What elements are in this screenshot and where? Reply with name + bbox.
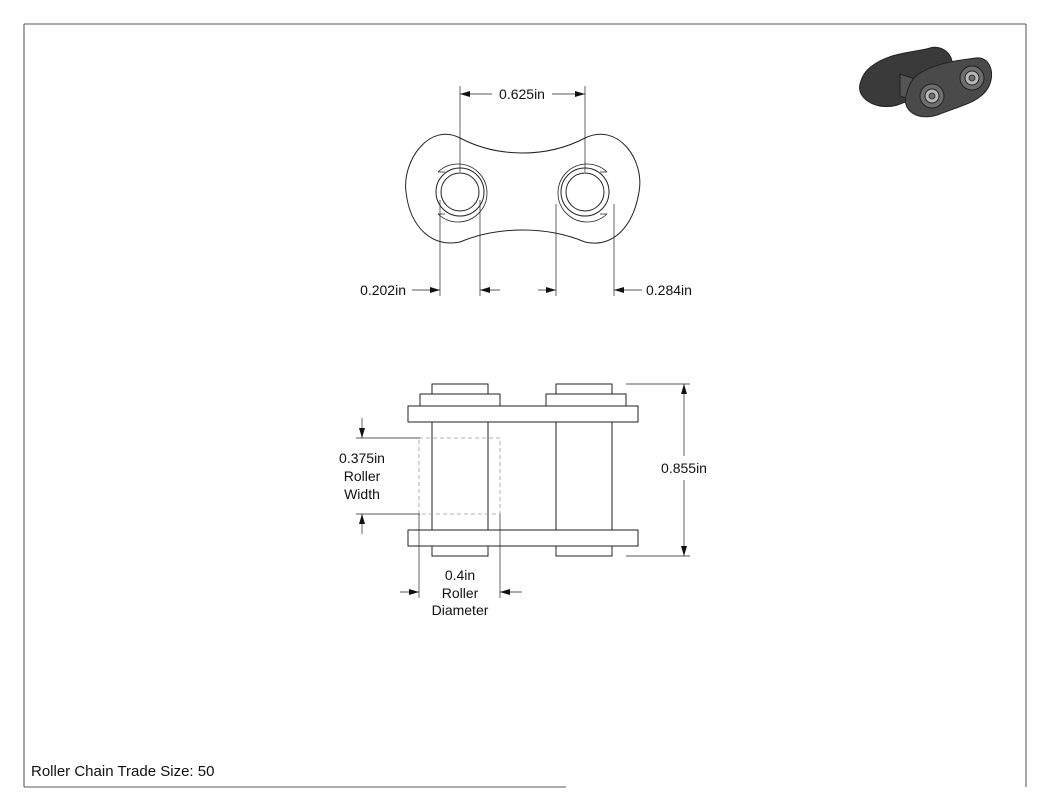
right-pin-head-top <box>555 383 613 395</box>
left-pin <box>435 163 488 223</box>
right-roller <box>555 421 613 531</box>
height-dimension: 0.855in <box>626 383 707 557</box>
title-block-label: Roller Chain Trade Size: 50 <box>31 763 214 780</box>
roller-diameter-line3: Diameter <box>432 602 489 618</box>
height-label: 0.855in <box>661 460 707 476</box>
right-bore-dimension: 0.284in <box>538 204 692 298</box>
top-side-plate <box>407 405 639 423</box>
roller-diameter-dimension: 0.4in Roller Diameter <box>400 514 522 618</box>
side-view-link <box>407 383 639 557</box>
sheet-border <box>23 23 1027 788</box>
left-roller <box>431 421 489 531</box>
isometric-preview <box>859 46 992 118</box>
top-view-link <box>405 133 641 244</box>
roller-width-dimension: 0.375in Roller Width <box>339 418 420 534</box>
left-bore-label: 0.202in <box>360 282 406 298</box>
roller-diameter-value: 0.4in <box>445 567 475 583</box>
roller-width-line3: Width <box>344 486 380 502</box>
roller-diameter-line2: Roller <box>442 585 479 601</box>
roller-width-line2: Roller <box>344 468 381 484</box>
pitch-dimension: 0.625in <box>459 86 586 172</box>
right-pin <box>557 163 610 223</box>
left-bore-dimension: 0.202in <box>360 200 500 298</box>
right-bore-label: 0.284in <box>646 282 692 298</box>
left-pin-head-top <box>431 383 489 395</box>
hidden-roller-outline <box>418 437 501 515</box>
pitch-label: 0.625in <box>499 86 545 102</box>
roller-width-value: 0.375in <box>339 450 385 466</box>
bottom-side-plate <box>407 529 639 547</box>
